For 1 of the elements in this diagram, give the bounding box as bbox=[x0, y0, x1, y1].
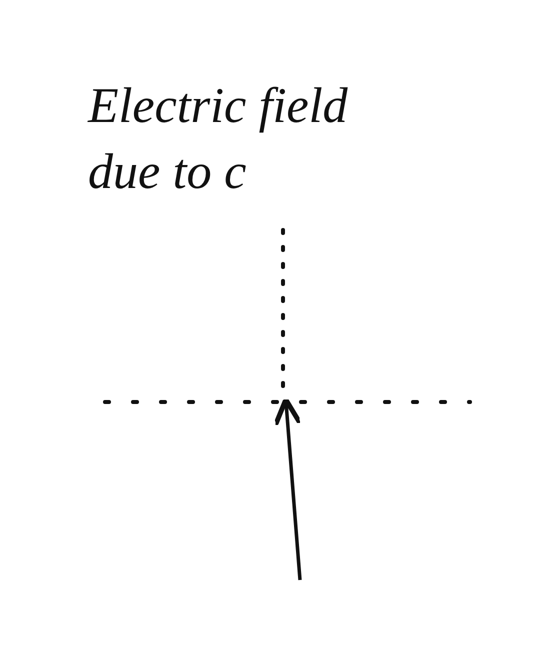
handwritten-note: Electric field due to c bbox=[88, 76, 349, 201]
